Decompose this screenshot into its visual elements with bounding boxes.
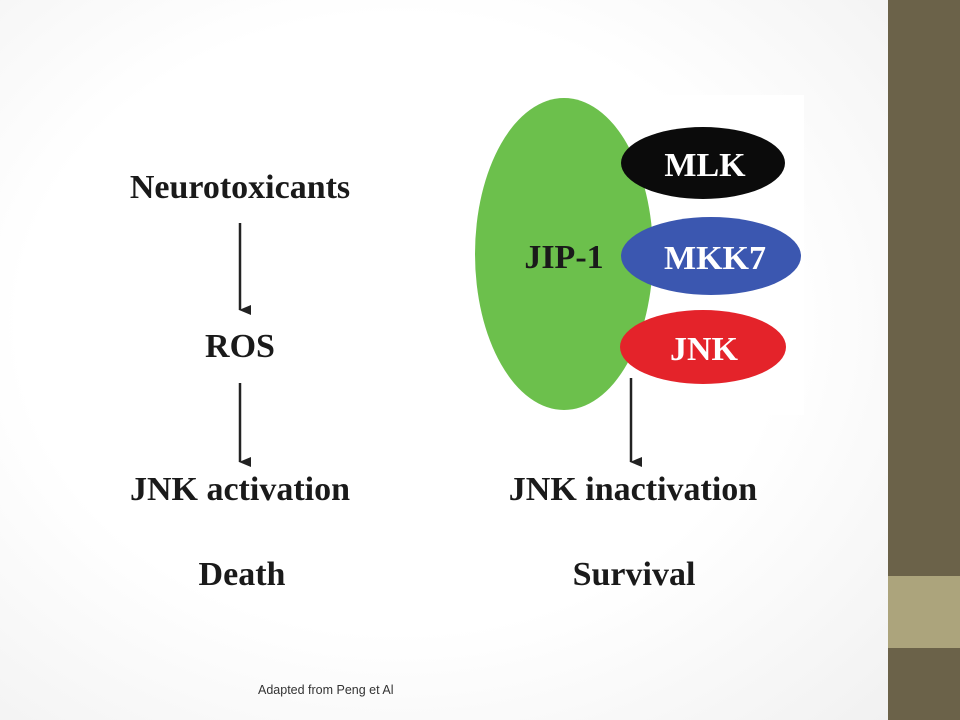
neurotoxicants-label: Neurotoxicants <box>130 169 350 206</box>
jnk-label: JNK <box>670 331 739 368</box>
sidebar-band-light <box>888 576 960 648</box>
mkk7-label: MKK7 <box>664 240 766 277</box>
left-pathway: Neurotoxicants ROS JNK activation Death <box>130 169 350 593</box>
pathway-diagram: Neurotoxicants ROS JNK activation Death … <box>129 95 804 593</box>
survival-label: Survival <box>573 556 696 593</box>
decorative-sidebar <box>888 0 960 720</box>
mkk7-component <box>621 217 801 295</box>
sidebar-band-bottom <box>888 648 960 720</box>
sidebar-band-top <box>888 0 960 576</box>
mlk-label: MLK <box>664 147 746 184</box>
jip1-label: JIP-1 <box>524 239 603 276</box>
source-caption: Adapted from Peng et Al <box>258 683 394 697</box>
jnk-inactivation-label: JNK inactivation <box>509 471 757 508</box>
death-label: Death <box>199 556 286 593</box>
jnk-component <box>620 310 786 384</box>
jnk-activation-label: JNK activation <box>130 471 350 508</box>
jip1-scaffold <box>475 98 653 410</box>
right-pathway: JIP-1 MLK MKK7 JNK JNK inactivation Surv… <box>474 95 804 593</box>
ros-label: ROS <box>205 328 275 365</box>
mlk-component <box>621 127 785 199</box>
jnk-pathway-figure: Neurotoxicants ROS JNK activation Death … <box>129 95 804 593</box>
